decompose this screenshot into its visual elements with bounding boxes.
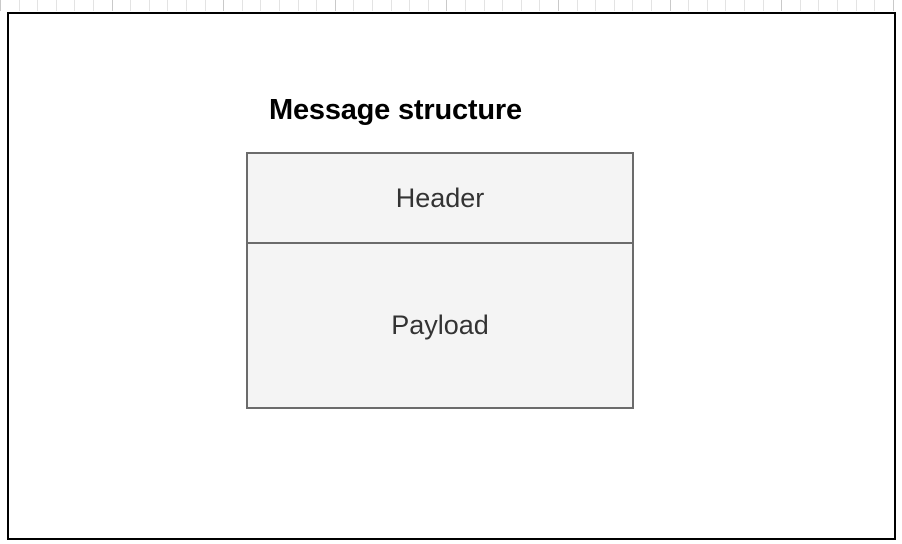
ruler-tick xyxy=(781,0,782,11)
ruler-tick xyxy=(521,0,522,11)
horizontal-ruler[interactable] xyxy=(0,0,902,11)
ruler-tick xyxy=(428,0,429,11)
ruler-tick xyxy=(130,0,131,11)
ruler-tick xyxy=(577,0,578,11)
ruler-tick xyxy=(298,0,299,11)
ruler-tick xyxy=(502,0,503,11)
ruler-tick xyxy=(539,0,540,11)
ruler-tick xyxy=(93,0,94,11)
ruler-tick xyxy=(260,0,261,11)
ruler-tick xyxy=(0,0,1,11)
ruler-tick xyxy=(242,0,243,11)
ruler-tick xyxy=(800,0,801,11)
ruler-tick xyxy=(874,0,875,11)
ruler-tick xyxy=(893,0,894,11)
diagram-title: Message structure xyxy=(269,94,522,126)
ruler-tick xyxy=(614,0,615,11)
ruler-tick xyxy=(595,0,596,11)
ruler-tick xyxy=(279,0,280,11)
ruler-tick xyxy=(335,0,336,11)
ruler-tick xyxy=(818,0,819,11)
ruler-tick xyxy=(763,0,764,11)
ruler-tick xyxy=(372,0,373,11)
message-structure-diagram: Message structure Header Payload xyxy=(239,82,634,412)
ruler-tick xyxy=(56,0,57,11)
ruler-tick xyxy=(409,0,410,11)
ruler-tick xyxy=(837,0,838,11)
ruler-tick xyxy=(688,0,689,11)
ruler-tick xyxy=(446,0,447,11)
ruler-tick xyxy=(74,0,75,11)
message-box-header-label: Header xyxy=(395,182,485,213)
ruler-tick xyxy=(186,0,187,11)
ruler-tick xyxy=(112,0,113,11)
ruler-tick xyxy=(19,0,20,11)
message-box-payload[interactable]: Payload xyxy=(246,242,634,409)
message-box-header[interactable]: Header xyxy=(246,152,634,244)
ruler-tick xyxy=(223,0,224,11)
ruler-tick xyxy=(725,0,726,11)
ruler-tick xyxy=(484,0,485,11)
message-box-payload-label: Payload xyxy=(391,310,489,340)
ruler-tick xyxy=(391,0,392,11)
ruler-tick xyxy=(149,0,150,11)
ruler-tick xyxy=(651,0,652,11)
ruler-tick xyxy=(632,0,633,11)
ruler-tick xyxy=(558,0,559,11)
ruler-tick xyxy=(37,0,38,11)
ruler-tick xyxy=(744,0,745,11)
ruler-tick xyxy=(353,0,354,11)
page-canvas: Message structure Header Payload xyxy=(7,12,896,540)
ruler-tick xyxy=(316,0,317,11)
ruler-tick xyxy=(707,0,708,11)
ruler-tick xyxy=(670,0,671,11)
ruler-tick xyxy=(205,0,206,11)
ruler-tick xyxy=(465,0,466,11)
ruler-tick xyxy=(856,0,857,11)
ruler-tick xyxy=(167,0,168,11)
